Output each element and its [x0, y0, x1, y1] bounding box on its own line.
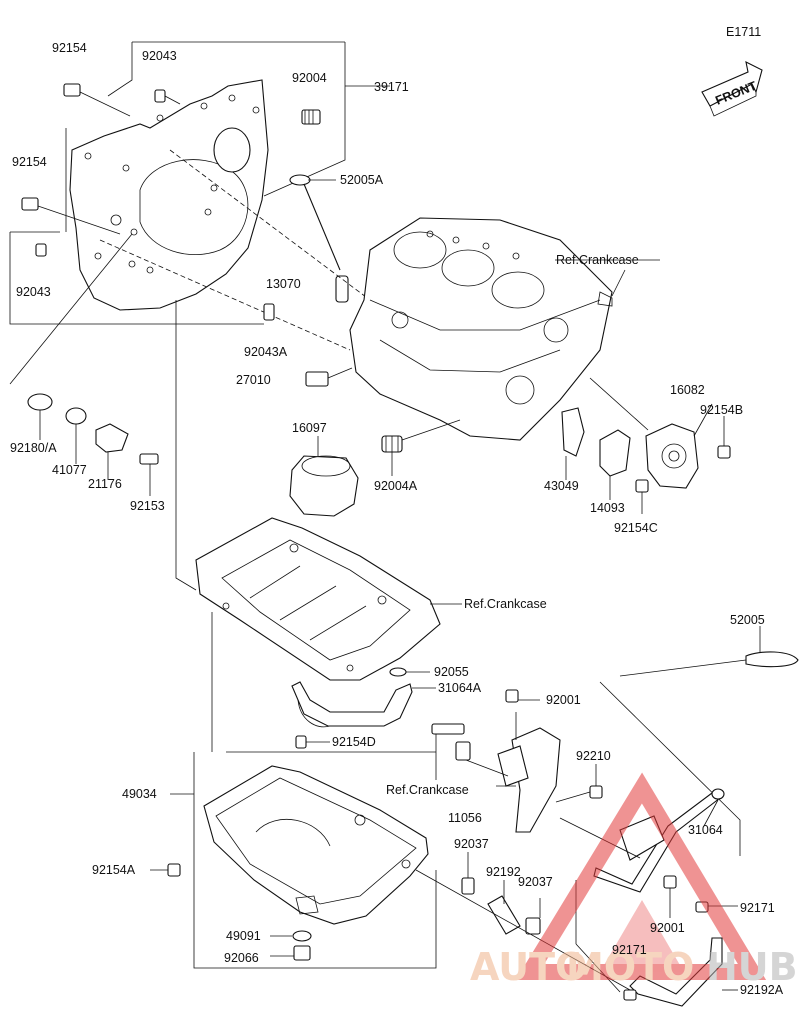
- nut-92001-bottom: [663, 875, 677, 918]
- label-92043-top: 92043: [142, 49, 177, 63]
- label-49034: 49034: [122, 787, 157, 801]
- label-92171-a: 92171: [740, 901, 775, 915]
- label-92043-left: 92043: [16, 285, 51, 299]
- label-92037-b: 92037: [518, 875, 553, 889]
- part-labels: 92154 92043 92004 39171 92154 52005A 920…: [10, 41, 784, 997]
- label-92154A: 92154A: [92, 863, 136, 877]
- bolt-92154D: [295, 735, 330, 749]
- rear-plate-39171: [69, 79, 269, 311]
- stud-bolt: [431, 723, 509, 780]
- watermark-text-c: HUB: [706, 945, 798, 989]
- label-11056: 11056: [448, 811, 482, 825]
- label-92180A: 92180/A: [10, 441, 57, 455]
- label-92037-a: 92037: [454, 837, 489, 851]
- bolt-92154-left: [21, 197, 121, 235]
- label-92043A: 92043A: [244, 345, 288, 359]
- gasket-43049: [561, 407, 585, 480]
- bolt-92154C: [635, 479, 649, 514]
- label-41077: 41077: [52, 463, 87, 477]
- label-14093: 14093: [590, 501, 625, 515]
- label-92055: 92055: [434, 665, 469, 679]
- plug-92004: [301, 109, 321, 125]
- plate-group-frame: [9, 41, 390, 325]
- dipstick-52005: [599, 626, 799, 856]
- nipple-92004A: [381, 419, 461, 476]
- oil-pan-49034: [203, 765, 429, 925]
- tube-13070: [335, 275, 349, 303]
- bolt-92153: [139, 453, 159, 496]
- label-92154D: 92154D: [332, 735, 376, 749]
- oring-92180A: [27, 393, 53, 440]
- label-92154C: 92154C: [614, 521, 658, 535]
- dowel-92043A: [263, 303, 275, 321]
- label-92066: 92066: [224, 951, 259, 965]
- front-arrow-icon: FRONT: [701, 61, 763, 117]
- diagram-code: E1711: [726, 25, 761, 39]
- nut-92210: [555, 764, 603, 803]
- label-92001-bottom: 92001: [650, 921, 685, 935]
- label-52005A: 52005A: [340, 173, 384, 187]
- label-92004A: 92004A: [374, 479, 418, 493]
- label-16082: 16082: [670, 383, 705, 397]
- bolt-92154A: [150, 863, 181, 877]
- hose-92192: [487, 880, 521, 935]
- bolt-92154B: [717, 416, 731, 459]
- oring-92055: [389, 667, 430, 677]
- drain-plug-92066: [270, 945, 311, 961]
- label-92004: 92004: [292, 71, 327, 85]
- label-92171-b: 92171: [612, 943, 647, 957]
- label-ref-crankcase-1: Ref.Crankcase: [556, 253, 639, 267]
- label-43049: 43049: [544, 479, 579, 493]
- label-ref-crankcase-3: Ref.Crankcase: [386, 783, 469, 797]
- pipe-31064: [559, 788, 725, 893]
- clip-92037-b: [525, 898, 541, 935]
- watermark-logo: AUTO MOTO HUB: [470, 772, 798, 989]
- label-49091: 49091: [226, 929, 261, 943]
- label-92192: 92192: [486, 865, 521, 879]
- label-21176: 21176: [88, 477, 122, 491]
- oil-pressure-switch-27010: [305, 367, 353, 387]
- label-31064: 31064: [688, 823, 723, 837]
- label-92154-left: 92154: [12, 155, 47, 169]
- dowel-92043-top: [154, 89, 181, 105]
- bolt-92154-top: [63, 83, 131, 117]
- label-52005: 52005: [730, 613, 765, 627]
- label-92192A: 92192A: [740, 983, 784, 997]
- label-92153: 92153: [130, 499, 165, 513]
- clip-92037-a: [461, 852, 475, 895]
- label-92001-top: 92001: [546, 693, 581, 707]
- label-92154B: 92154B: [700, 403, 743, 417]
- watermark-text-b: MOTO: [566, 945, 694, 989]
- label-39171: 39171: [374, 80, 409, 94]
- crankcase-upper: [349, 217, 613, 441]
- label-27010: 27010: [236, 373, 271, 387]
- crankcase-lower: [195, 517, 441, 681]
- oil-filter-16097: [289, 436, 359, 517]
- sensor-21176: [95, 423, 129, 480]
- bracket-11056: [496, 712, 561, 833]
- strainer-pipe-31064A: [291, 681, 436, 728]
- seal-41077: [65, 407, 87, 464]
- oil-pump-16082: [645, 403, 713, 489]
- washer-49091: [270, 930, 312, 942]
- cover-14093: [599, 429, 631, 500]
- dowel-92043-left: [35, 243, 47, 257]
- hose-92192A: [629, 937, 738, 1007]
- label-92154-top: 92154: [52, 41, 87, 55]
- nut-92001-top: [505, 689, 540, 703]
- label-31064A: 31064A: [438, 681, 482, 695]
- oil-pan-frame: [170, 612, 437, 969]
- label-ref-crankcase-2: Ref.Crankcase: [464, 597, 547, 611]
- label-92210: 92210: [576, 749, 611, 763]
- label-13070: 13070: [266, 277, 301, 291]
- dipstick-52005A: [289, 174, 341, 271]
- watermark-text-a: AUTO: [470, 945, 587, 989]
- label-16097: 16097: [292, 421, 327, 435]
